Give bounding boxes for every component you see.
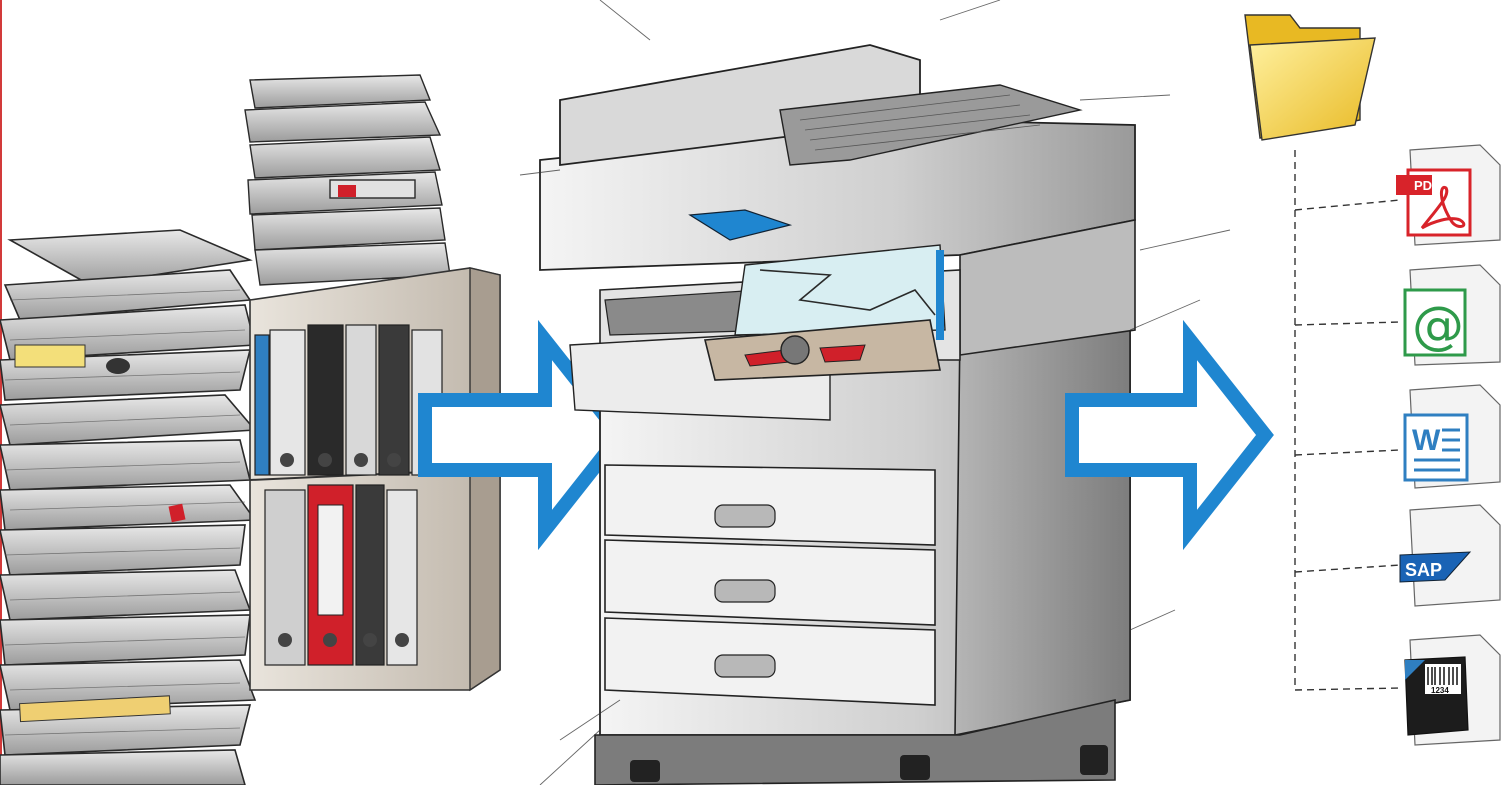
document-tree-lines: [1295, 150, 1400, 690]
svg-text:W: W: [1412, 424, 1441, 457]
multifunction-printer: [520, 0, 1230, 785]
barcode-document-icon: 1234: [1405, 657, 1468, 735]
svg-text:1234: 1234: [1431, 686, 1449, 695]
paper-stack-top: [245, 75, 450, 285]
folder-icon: [1245, 15, 1375, 140]
svg-text:@: @: [1412, 296, 1464, 356]
paper-stack-left: [0, 230, 255, 785]
filing-cabinet: [250, 268, 500, 690]
email-document-icon: @: [1405, 290, 1465, 356]
word-document-icon: W: [1405, 415, 1467, 480]
svg-text:SAP: SAP: [1405, 560, 1442, 580]
svg-text:PDF: PDF: [1414, 178, 1440, 193]
pdf-document-icon: PDF: [1396, 170, 1470, 235]
